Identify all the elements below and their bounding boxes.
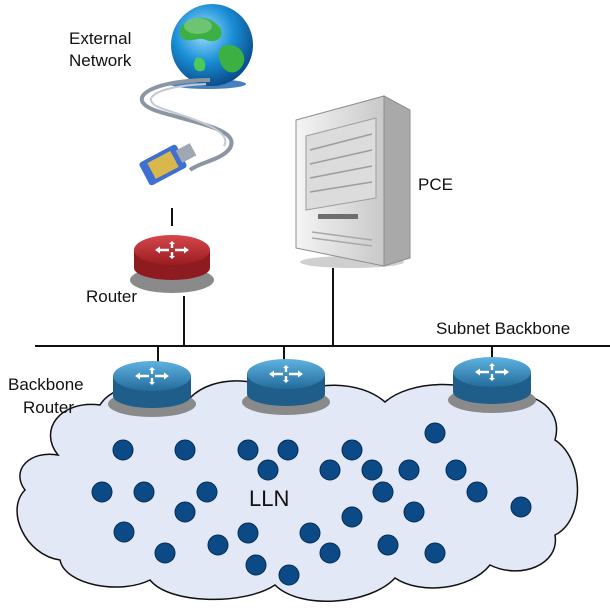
server-icon bbox=[295, 95, 411, 268]
sensor-node-icon bbox=[91, 481, 113, 503]
sensor-node-icon bbox=[299, 522, 321, 544]
backbone-router-icon bbox=[108, 361, 196, 417]
sensor-node-icon bbox=[245, 554, 267, 576]
sensor-node-icon bbox=[174, 501, 196, 523]
sensor-node-icon bbox=[510, 496, 532, 518]
globe-icon bbox=[170, 4, 253, 89]
sensor-node-icon bbox=[133, 481, 155, 503]
sensor-node-icon bbox=[196, 481, 218, 503]
sensor-node-icon bbox=[361, 459, 383, 481]
external-network-label-line1: External bbox=[69, 29, 131, 48]
sensor-node-icon bbox=[278, 564, 300, 586]
ethernet-cable-icon bbox=[139, 78, 234, 186]
sensor-node-icon bbox=[207, 534, 229, 556]
sensor-node-icon bbox=[445, 459, 467, 481]
sensor-node-icon bbox=[113, 521, 135, 543]
sensor-node-icon bbox=[341, 506, 363, 528]
sensor-node-icon bbox=[237, 439, 259, 461]
lln-nodes bbox=[91, 422, 532, 586]
sensor-node-icon bbox=[237, 522, 259, 544]
subnet-backbone-label: Subnet Backbone bbox=[436, 319, 570, 338]
sensor-node-icon bbox=[112, 439, 134, 461]
sensor-node-icon bbox=[466, 481, 488, 503]
lln-label: LLN bbox=[249, 486, 289, 511]
sensor-node-icon bbox=[319, 459, 341, 481]
sensor-node-icon bbox=[403, 501, 425, 523]
sensor-node-icon bbox=[341, 439, 363, 461]
router-icon bbox=[130, 235, 214, 293]
pce-label: PCE bbox=[418, 175, 453, 194]
sensor-node-icon bbox=[257, 459, 279, 481]
sensor-node-icon bbox=[174, 439, 196, 461]
backbone-router-label-line1: Backbone bbox=[8, 375, 84, 394]
sensor-node-icon bbox=[424, 422, 446, 444]
backbone-router-label-line2: Router bbox=[23, 398, 74, 417]
backbone-router-icon bbox=[448, 357, 536, 413]
backbone-router-icon bbox=[242, 359, 330, 415]
sensor-node-icon bbox=[424, 542, 446, 564]
sensor-node-icon bbox=[398, 459, 420, 481]
router-label: Router bbox=[86, 287, 137, 306]
external-network-label-line2: Network bbox=[69, 51, 132, 70]
sensor-node-icon bbox=[277, 439, 299, 461]
sensor-node-icon bbox=[372, 481, 394, 503]
sensor-node-icon bbox=[319, 542, 341, 564]
sensor-node-icon bbox=[377, 534, 399, 556]
sensor-node-icon bbox=[154, 542, 176, 564]
